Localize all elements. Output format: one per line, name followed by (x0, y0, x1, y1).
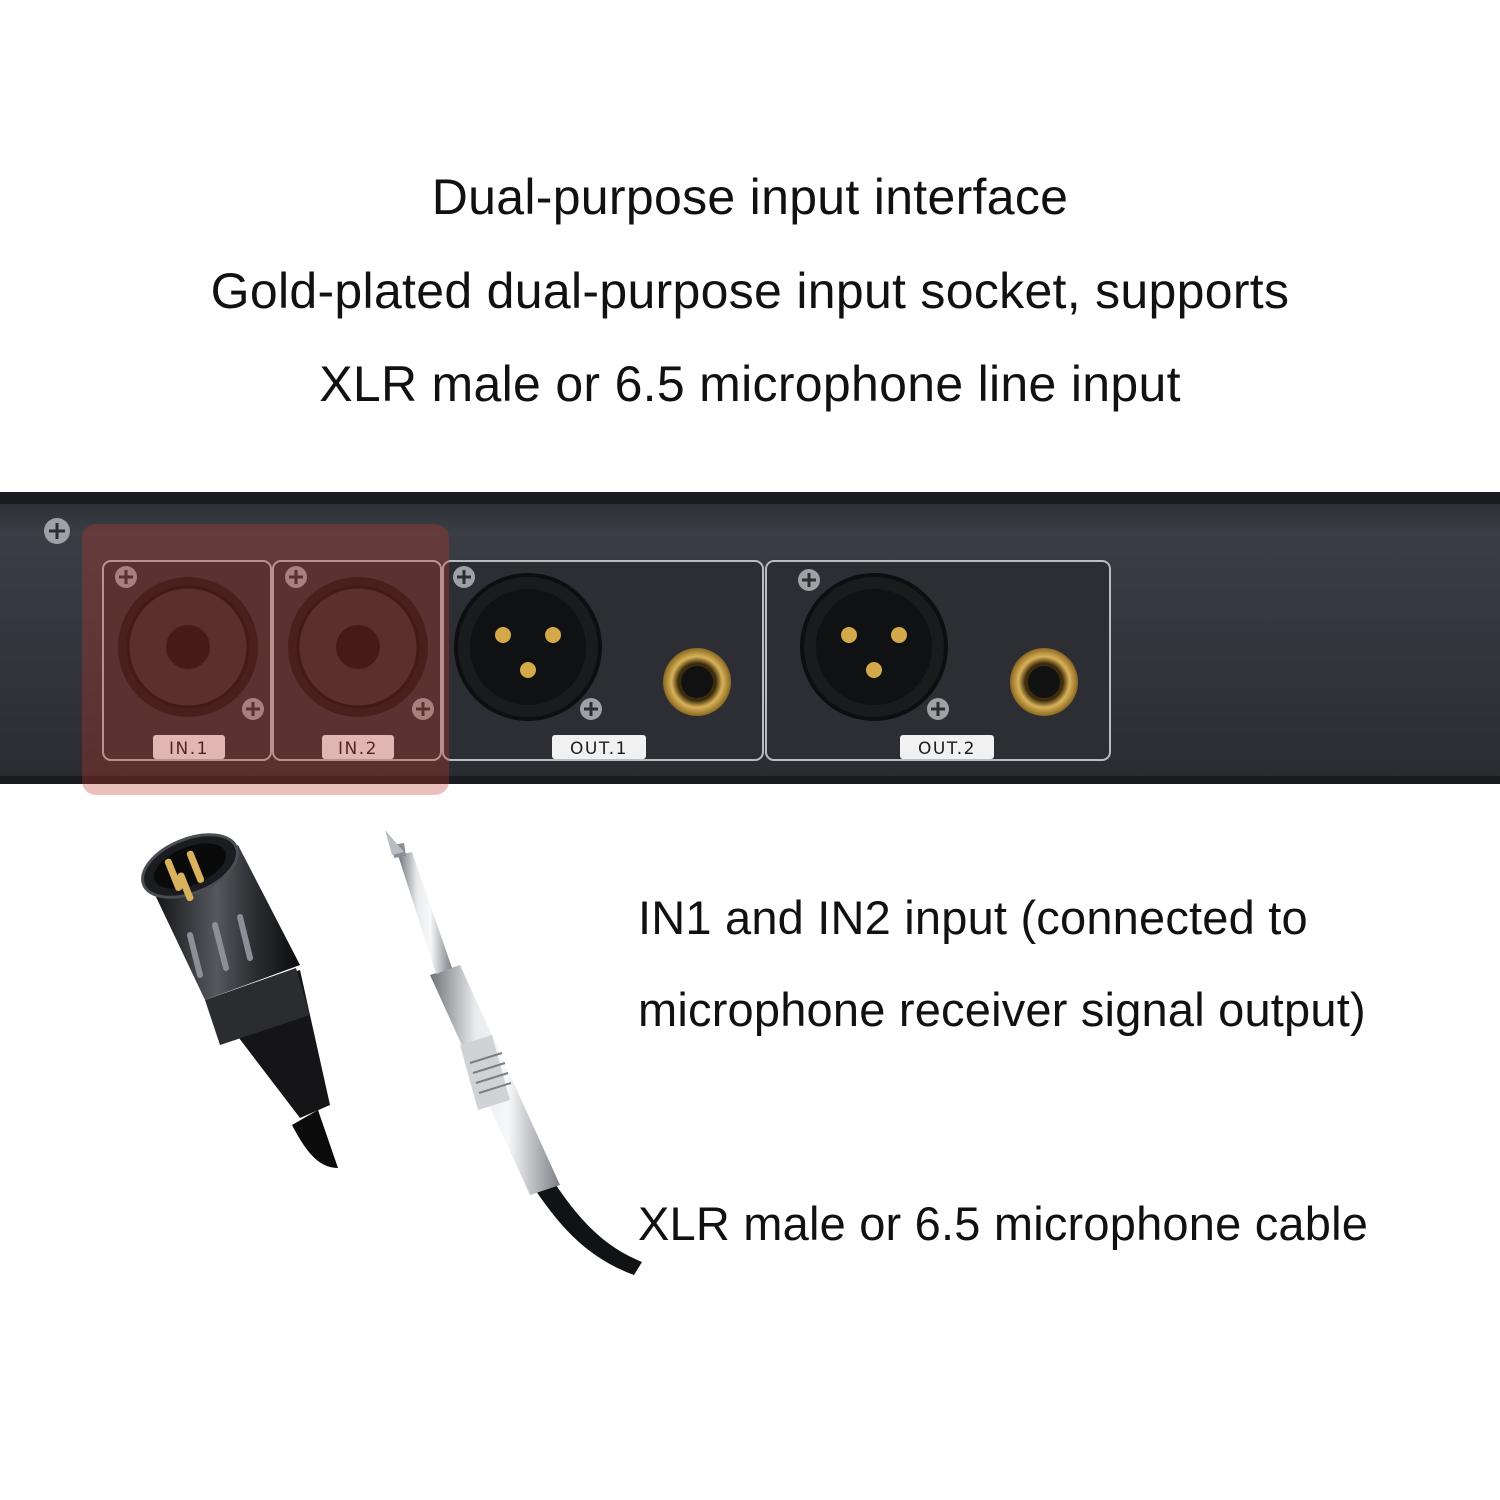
label-out2: OUT.2 (918, 739, 976, 759)
label-in1: IN.1 (169, 739, 209, 759)
headline-line-3: XLR male or 6.5 microphone line input (319, 356, 1181, 412)
input-note-line-1: IN1 and IN2 input (connected to (638, 891, 1308, 944)
port-in2 (272, 560, 442, 761)
label-out1: OUT.1 (570, 739, 628, 759)
label-in2: IN.2 (338, 739, 378, 759)
quarter-inch-jack-plug-icon (385, 830, 642, 1275)
port-in1 (102, 560, 272, 761)
input-note-line-2: microphone receiver signal output) (638, 983, 1366, 1036)
headline-line-1: Dual-purpose input interface (431, 169, 1069, 225)
cable-note: XLR male or 6.5 microphone cable (638, 1197, 1369, 1250)
headline-line-2: Gold-plated dual-purpose input socket, s… (210, 263, 1290, 319)
xlr-male-plug-icon (141, 833, 338, 1168)
input-highlight (82, 524, 449, 795)
port-out2 (765, 560, 1111, 761)
port-out1 (442, 560, 764, 761)
